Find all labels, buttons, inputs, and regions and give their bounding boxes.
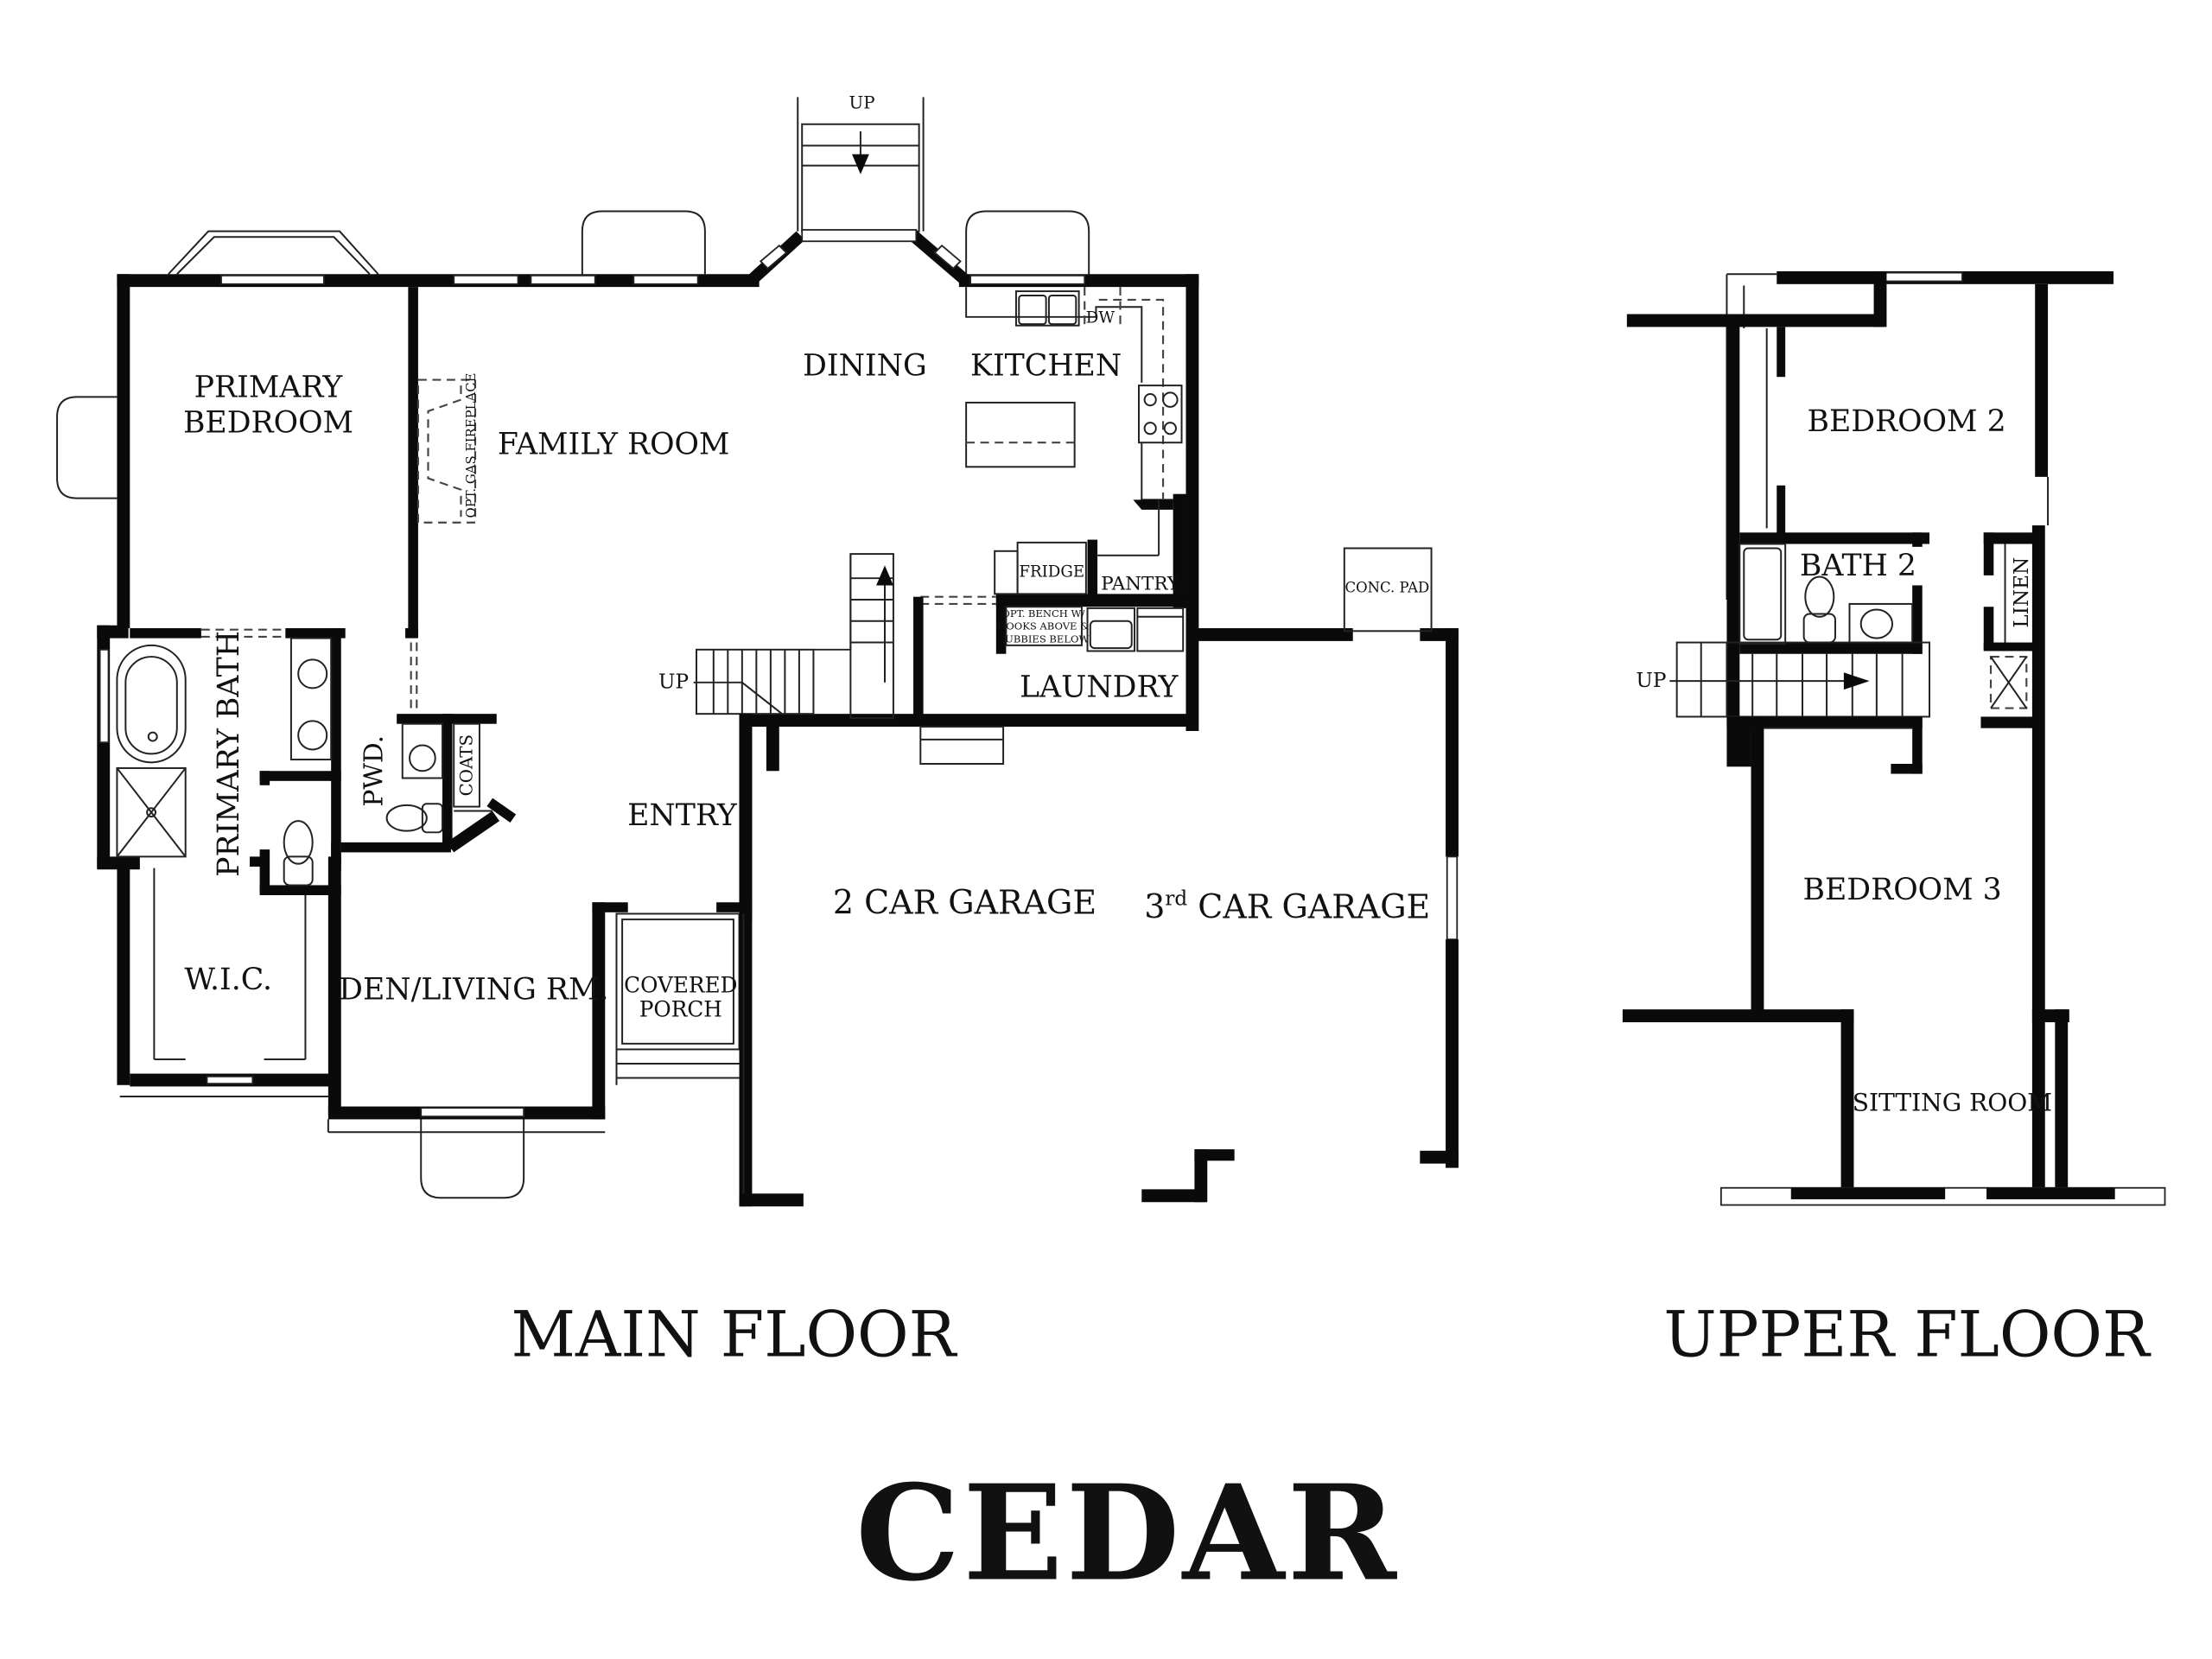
kitchen-counters: DW [965, 287, 1183, 501]
cooktop-icon [1137, 385, 1183, 444]
plan-title: CEDAR [855, 1455, 1399, 1610]
rear-stairs: UP [797, 93, 925, 232]
room-label-kitchen: KITCHEN [970, 349, 1122, 384]
room-label-pantry: PANTRY [1101, 573, 1180, 594]
room-label-wic: W.I.C. [184, 963, 272, 997]
sink-icon [409, 744, 436, 772]
shower-icon [116, 766, 187, 858]
arrow-down-icon [852, 154, 869, 175]
room-label-linen: LINEN [2011, 557, 2033, 628]
room-label-sitting-room: SITTING ROOM [1853, 1089, 2052, 1117]
garage-ordinal: 3 [1144, 887, 1165, 925]
window-bay-den [420, 1116, 525, 1199]
room-label-pwd: PWD. [359, 735, 390, 807]
dishwasher-label: DW [1086, 308, 1116, 327]
sink-icon [1859, 608, 1894, 639]
arrow-up-icon [876, 565, 893, 586]
toilet-icon [385, 803, 443, 834]
room-label-bedroom-2: BEDROOM 2 [1807, 404, 2005, 439]
room-label-den: DEN/LIVING RM. [339, 973, 608, 1007]
fridge-label: FRIDGE [1019, 563, 1084, 582]
room-label-coats: COATS [457, 734, 477, 796]
room-label-third-car-garage: 3rd CAR GARAGE [1144, 887, 1430, 925]
room-label-dining: DINING [803, 349, 927, 384]
main-stair-up-label: UP [658, 671, 689, 693]
room-label-primary-bedroom-2: BEDROOM [183, 406, 353, 441]
room-label-bath-2: BATH 2 [1800, 549, 1916, 583]
bench: OPT. BENCH W/ HOOKS ABOVE & CUBBIES BELO… [997, 606, 1089, 646]
main-floor-label: MAIN FLOOR [512, 1300, 958, 1372]
main-stairs: UP [658, 553, 894, 720]
fireplace-label: OPT. GAS FIREPLACE [463, 373, 479, 518]
upper-stair-up-label: UP [1636, 670, 1666, 692]
attic-access-icon [1989, 655, 2028, 709]
room-label-laundry: LAUNDRY [1020, 670, 1179, 704]
conc-pad-label: CONC. PAD [1344, 580, 1429, 596]
room-label-covered-porch-1: COVERED [624, 972, 737, 997]
bench-label-3: CUBBIES BELOW [997, 633, 1089, 645]
room-label-two-car-garage: 2 CAR GARAGE [833, 883, 1096, 921]
room-label-entry: ENTRY [627, 798, 738, 833]
window-bay-bedroom-side [56, 396, 118, 499]
garage-ordinal-suffix: rd [1165, 888, 1187, 911]
kitchen-sink-icon [1018, 295, 1077, 326]
toilet-icon [283, 820, 314, 887]
sink-icon [297, 658, 328, 751]
bathtub-icon [116, 644, 187, 764]
kitchen-island [965, 401, 1076, 468]
room-label-bedroom-3: BEDROOM 3 [1803, 873, 2002, 907]
fridge: FRIDGE [994, 541, 1087, 595]
room-label-family-room: FAMILY ROOM [498, 427, 730, 461]
toilet-icon [1802, 575, 1836, 644]
concrete-pad: CONC. PAD [1343, 547, 1433, 632]
bench-label-1: OPT. BENCH W/ [1001, 607, 1084, 620]
room-label-primary-bath: PRIMARY BATH [212, 631, 246, 877]
upper-floor-label: UPPER FLOOR [1663, 1300, 2152, 1372]
dryer-icon [1136, 607, 1185, 652]
bench-label-2: HOOKS ABOVE & [997, 620, 1089, 632]
bathtub-icon [1738, 543, 1787, 645]
window-bay-primary [168, 230, 379, 275]
garage-label-rest: CAR GARAGE [1187, 887, 1430, 925]
rear-stair-up-label: UP [849, 93, 875, 113]
washer-icon [1086, 607, 1136, 652]
window-bay-family [581, 210, 706, 275]
main-floor-plan: UP [56, 93, 1459, 1207]
room-label-primary-bedroom-1: PRIMARY [194, 370, 344, 404]
window-bay-kitchen [965, 210, 1090, 275]
room-label-covered-porch-2: PORCH [639, 996, 722, 1021]
arrow-right-icon [1843, 672, 1870, 690]
upper-floor-plan: UP BEDROOM 2 BATH 2 LINEN BEDROOM 3 SITT… [1622, 270, 2166, 1206]
